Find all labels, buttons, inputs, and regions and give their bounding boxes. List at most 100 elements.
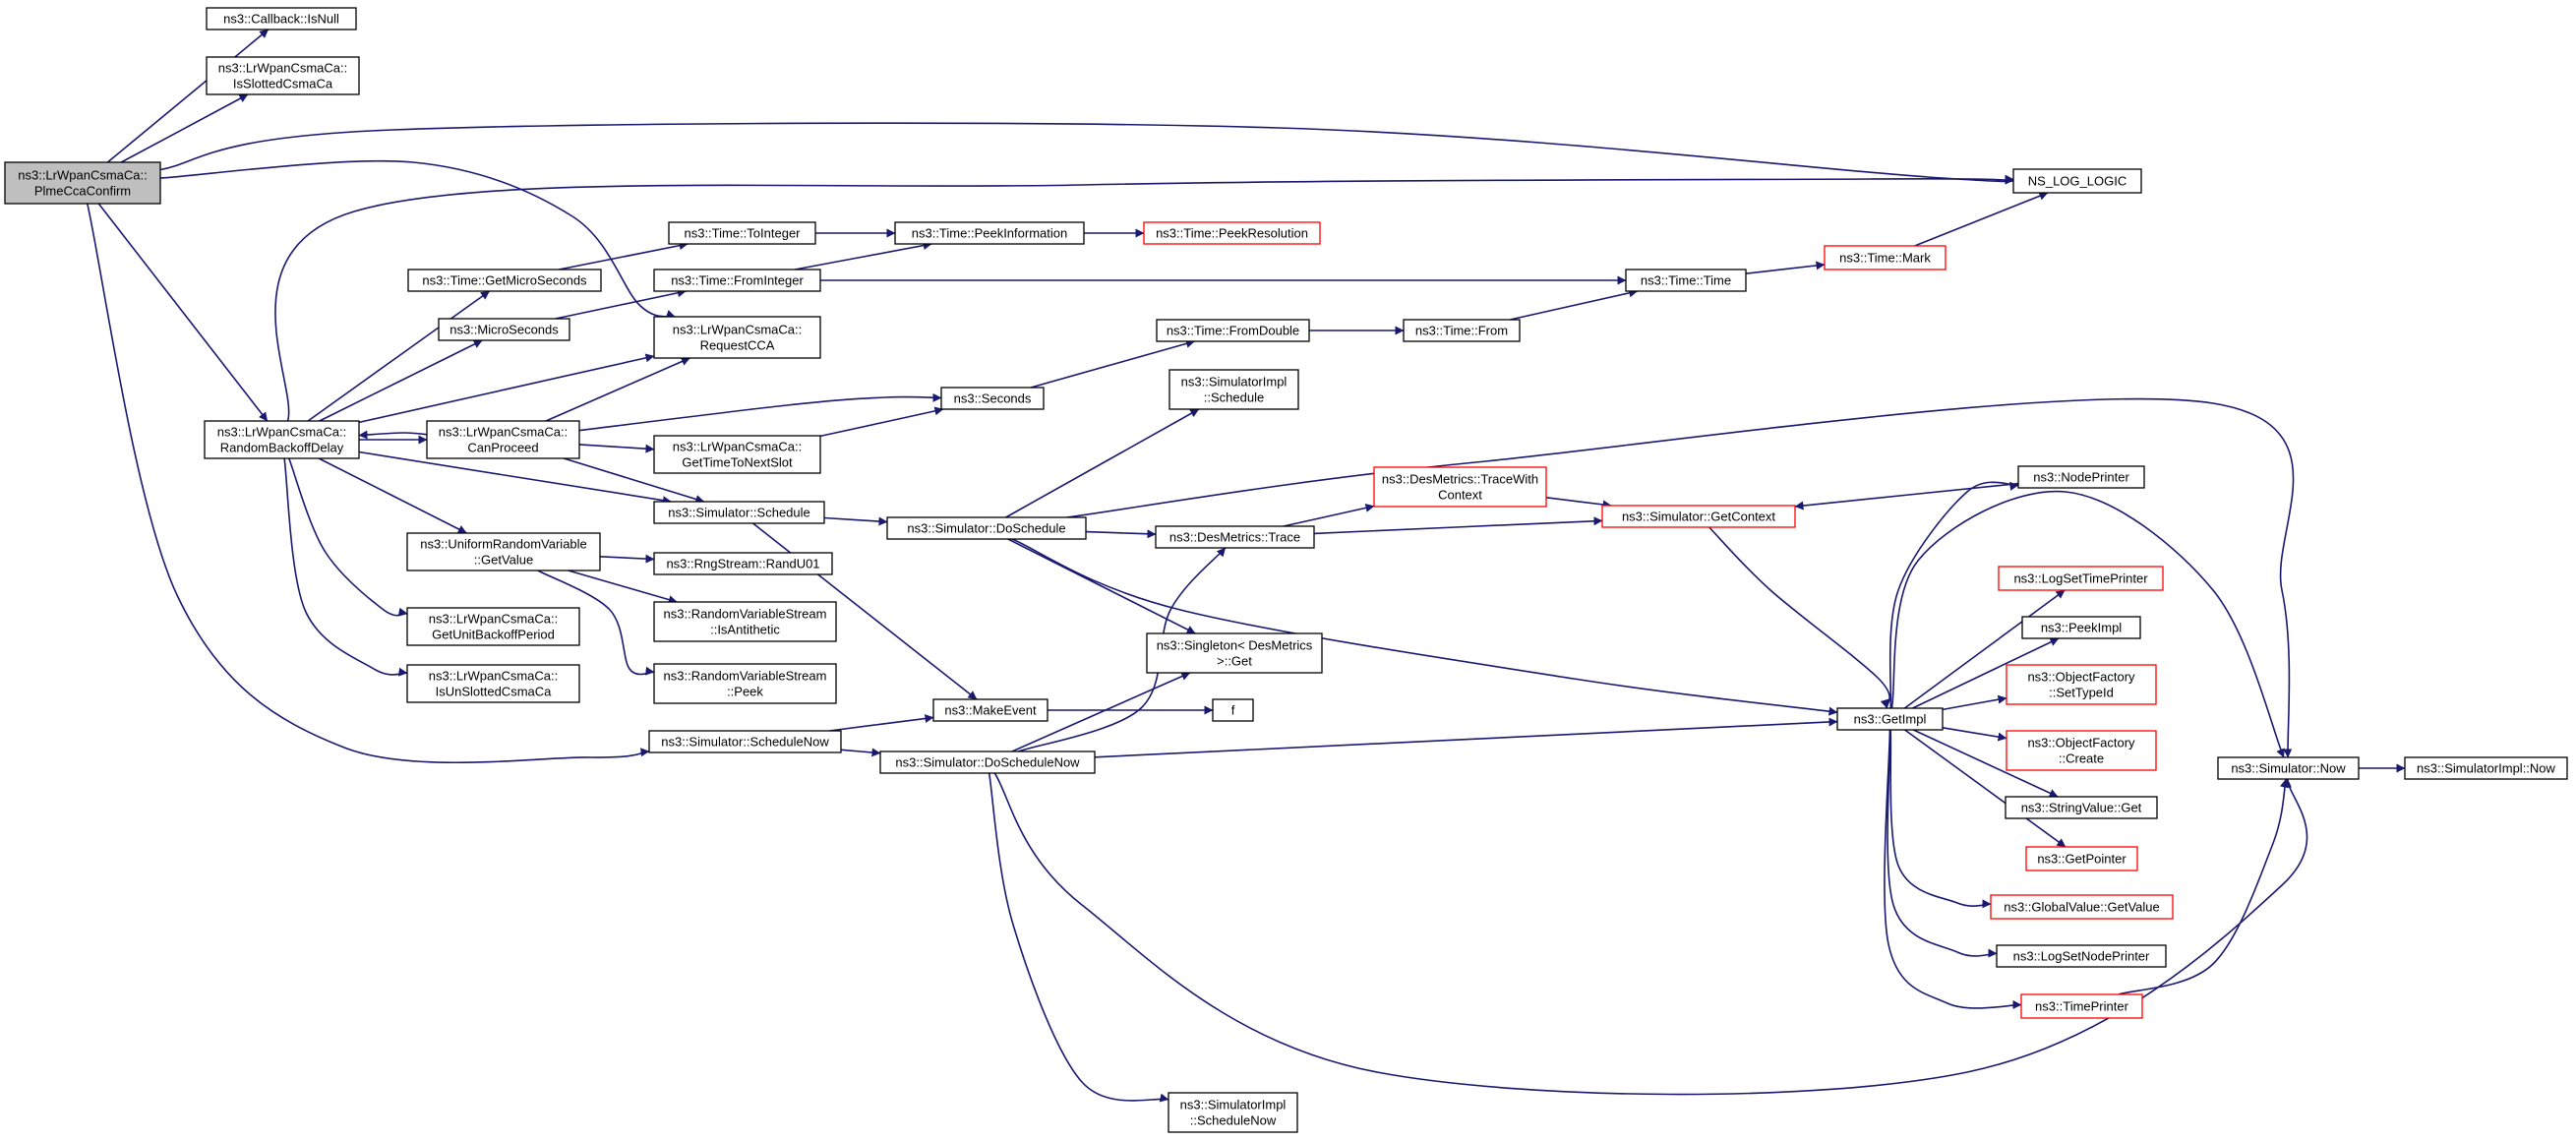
node-root[interactable]: ns3::LrWpanCsmaCa::PlmeCcaConfirm (4, 161, 161, 205)
node-micro[interactable]: ns3::MicroSeconds (438, 318, 570, 341)
node-gettime[interactable]: ns3::LrWpanCsmaCa::GetTimeToNextSlot (653, 435, 821, 474)
node-box[interactable] (426, 420, 580, 459)
node-box[interactable] (648, 730, 842, 753)
node-peek[interactable]: ns3::RandomVariableStream::Peek (653, 663, 837, 704)
node-peekinfo[interactable]: ns3::Time::PeekInformation (894, 221, 1085, 245)
node-timetime[interactable]: ns3::Time::Time (1625, 269, 1747, 292)
node-doschednow[interactable]: ns3::Simulator::DoScheduleNow (879, 751, 1096, 774)
node-box[interactable] (653, 663, 837, 704)
node-box[interactable] (1156, 319, 1310, 342)
node-box[interactable] (2006, 730, 2157, 771)
node-urvgv[interactable]: ns3::UniformRandomVariable::GetValue (406, 532, 601, 571)
node-box[interactable] (407, 269, 602, 292)
node-box[interactable] (406, 664, 580, 703)
node-box[interactable] (1168, 369, 1299, 410)
node-box[interactable] (932, 698, 1048, 722)
node-seconds[interactable]: ns3::Seconds (940, 387, 1045, 410)
node-logsettime[interactable]: ns3::LogSetTimePrinter (1998, 566, 2164, 591)
node-singleton[interactable]: ns3::Singleton< DesMetrics >::Get (1146, 632, 1323, 674)
node-box[interactable] (1625, 269, 1747, 292)
node-isanti[interactable]: ns3::RandomVariableStream::IsAntithetic (653, 601, 837, 642)
node-makeevent[interactable]: ns3::MakeEvent (932, 698, 1048, 722)
node-box[interactable] (1990, 894, 2174, 920)
node-isslotted[interactable]: ns3::LrWpanCsmaCa::IsSlottedCsmaCa (206, 56, 360, 95)
node-timeprinter[interactable]: ns3::TimePrinter (2020, 993, 2143, 1019)
node-peekimpl[interactable]: ns3::PeekImpl (2021, 616, 2141, 639)
node-isunslotted[interactable]: ns3::LrWpanCsmaCa::IsUnSlottedCsmaCa (406, 664, 580, 703)
node-box[interactable] (653, 316, 821, 359)
node-toint[interactable]: ns3::Time::ToInteger (668, 221, 816, 245)
node-schednow[interactable]: ns3::Simulator::ScheduleNow (648, 730, 842, 753)
node-box[interactable] (2217, 756, 2360, 780)
node-getpointer[interactable]: ns3::GetPointer (2025, 846, 2138, 871)
node-logsetnode[interactable]: ns3::LogSetNodePrinter (1996, 944, 2167, 968)
node-simimplschednow[interactable]: ns3::SimulatorImpl::ScheduleNow (1168, 1092, 1298, 1133)
node-nslog[interactable]: NS_LOG_LOGIC (2012, 168, 2142, 194)
node-box[interactable] (1836, 707, 1944, 731)
node-box[interactable] (668, 221, 816, 245)
node-box[interactable] (204, 420, 360, 459)
node-getcontext[interactable]: ns3::Simulator::GetContext (1601, 505, 1796, 528)
node-canproceed[interactable]: ns3::LrWpanCsmaCa::CanProceed (426, 420, 580, 459)
node-box[interactable] (206, 7, 357, 30)
node-box[interactable] (1998, 566, 2164, 591)
node-box[interactable] (1155, 525, 1315, 549)
node-isnull[interactable]: ns3::Callback::IsNull (206, 7, 357, 30)
node-schedule[interactable]: ns3::Simulator::Schedule (653, 501, 825, 524)
node-box[interactable] (438, 318, 570, 341)
node-timemark[interactable]: ns3::Time::Mark (1824, 245, 1947, 270)
node-box[interactable] (2017, 465, 2145, 489)
node-box[interactable] (653, 435, 821, 474)
node-box[interactable] (1601, 505, 1796, 528)
node-simimplsched[interactable]: ns3::SimulatorImpl::Schedule (1168, 369, 1299, 410)
node-box[interactable] (1168, 1092, 1298, 1133)
node-dosched[interactable]: ns3::Simulator::DoSchedule (886, 516, 1087, 540)
node-ofcreate[interactable]: ns3::ObjectFactory::Create (2006, 730, 2157, 771)
node-rbd[interactable]: ns3::LrWpanCsmaCa::RandomBackoffDelay (204, 420, 360, 459)
node-f[interactable]: f (1212, 698, 1254, 722)
node-simimplnow[interactable]: ns3::SimulatorImpl::Now (2404, 756, 2568, 780)
node-randu01[interactable]: ns3::RngStream::RandU01 (653, 552, 833, 575)
node-simnow[interactable]: ns3::Simulator::Now (2217, 756, 2360, 780)
node-box[interactable] (1373, 466, 1547, 508)
node-box[interactable] (1996, 944, 2167, 968)
node-fromint[interactable]: ns3::Time::FromInteger (653, 269, 821, 292)
node-box[interactable] (2020, 993, 2143, 1019)
node-destrace[interactable]: ns3::DesMetrics::Trace (1155, 525, 1315, 549)
node-box[interactable] (894, 221, 1085, 245)
node-box[interactable] (1143, 221, 1321, 245)
node-ofsettype[interactable]: ns3::ObjectFactory::SetTypeId (2006, 664, 2157, 705)
node-box[interactable] (653, 552, 833, 575)
node-box[interactable] (940, 387, 1045, 410)
node-box[interactable] (1403, 319, 1521, 342)
node-box[interactable] (886, 516, 1087, 540)
node-box[interactable] (2005, 796, 2158, 819)
node-gvgetvalue[interactable]: ns3::GlobalValue::GetValue (1990, 894, 2174, 920)
node-box[interactable] (879, 751, 1096, 774)
node-box[interactable] (2021, 616, 2141, 639)
node-strget[interactable]: ns3::StringValue::Get (2005, 796, 2158, 819)
node-nodeprinter[interactable]: ns3::NodePrinter (2017, 465, 2145, 489)
node-reqcca[interactable]: ns3::LrWpanCsmaCa::RequestCCA (653, 316, 821, 359)
node-getimpl[interactable]: ns3::GetImpl (1836, 707, 1944, 731)
node-fromdouble[interactable]: ns3::Time::FromDouble (1156, 319, 1310, 342)
node-box[interactable] (406, 532, 601, 571)
node-box[interactable] (653, 601, 837, 642)
node-box[interactable] (2404, 756, 2568, 780)
node-box[interactable] (1146, 632, 1323, 674)
node-peekres[interactable]: ns3::Time::PeekResolution (1143, 221, 1321, 245)
node-box[interactable] (2012, 168, 2142, 194)
node-box[interactable] (653, 501, 825, 524)
node-box[interactable] (406, 607, 580, 646)
node-getmicro[interactable]: ns3::Time::GetMicroSeconds (407, 269, 602, 292)
node-box[interactable] (653, 269, 821, 292)
node-box[interactable] (2006, 664, 2157, 705)
node-box[interactable] (1824, 245, 1947, 270)
node-box[interactable] (4, 161, 161, 205)
node-timefrom[interactable]: ns3::Time::From (1403, 319, 1521, 342)
node-box[interactable] (1212, 698, 1254, 722)
node-box[interactable] (2025, 846, 2138, 871)
node-box[interactable] (206, 56, 360, 95)
node-getunit[interactable]: ns3::LrWpanCsmaCa::GetUnitBackoffPeriod (406, 607, 580, 646)
